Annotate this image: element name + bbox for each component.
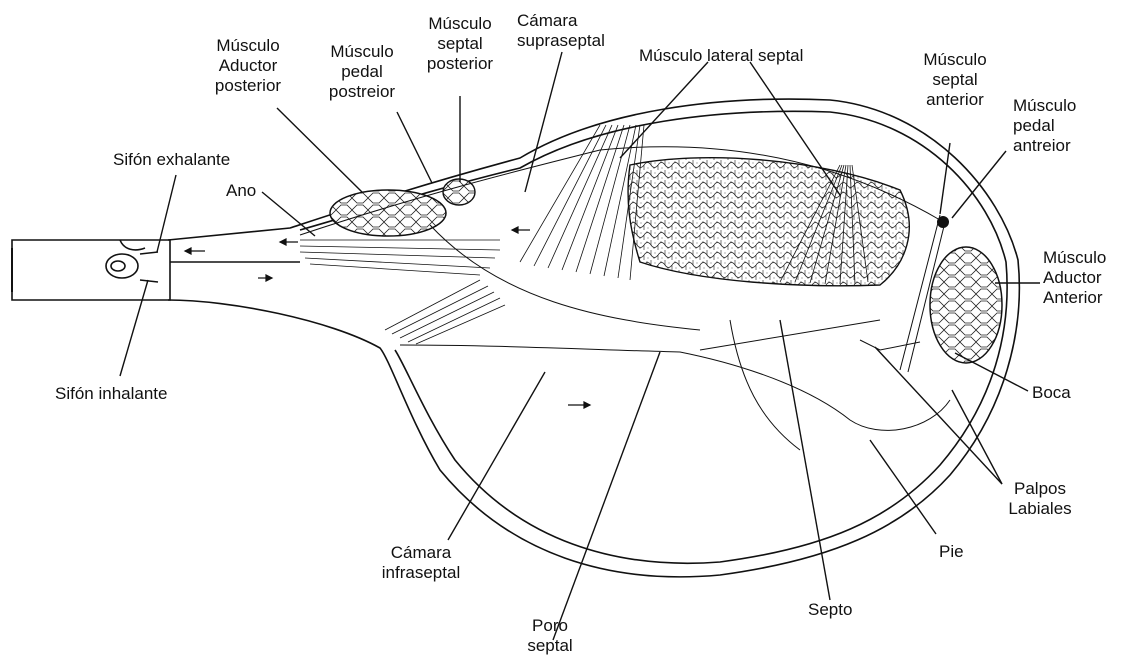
label-musculo-aductor-posterior: Músculo Aductor posterior	[198, 36, 298, 96]
label-musculo-pedal-antreior: Músculo pedal antreior	[1013, 96, 1076, 156]
label-musculo-aductor-anterior: Músculo Aductor Anterior	[1043, 248, 1106, 308]
anterior-muscle-knob	[937, 216, 949, 228]
label-musculo-septal-posterior: Músculo septal posterior	[410, 14, 510, 74]
siphon-tube	[12, 240, 300, 300]
flow-arrows	[185, 227, 590, 408]
anterior-adductor-muscle	[930, 247, 1002, 363]
label-musculo-lateral-septal: Músculo lateral septal	[639, 46, 803, 66]
label-camara-supraseptal: Cámara supraseptal	[517, 11, 605, 51]
posterior-septal-muscle-body	[443, 179, 475, 205]
label-pie: Pie	[939, 542, 964, 562]
shell-outline	[168, 99, 1019, 577]
label-sifon-exhalante: Sifón exhalante	[113, 150, 230, 170]
label-boca: Boca	[1032, 383, 1071, 403]
label-palpos-labiales: Palpos Labiales	[990, 479, 1090, 519]
label-sifon-inhalante: Sifón inhalante	[55, 384, 167, 404]
posterior-adductor-muscle	[330, 190, 446, 236]
septal-gill-mass	[628, 158, 909, 286]
posterior-hatching	[300, 240, 505, 344]
label-musculo-septal-anterior: Músculo septal anterior	[905, 50, 1005, 110]
label-septo: Septo	[808, 600, 852, 620]
label-ano: Ano	[226, 181, 256, 201]
label-musculo-pedal-postreior: Músculo pedal postreior	[312, 42, 412, 102]
label-camara-infraseptal: Cámara infraseptal	[366, 543, 476, 583]
label-poro-septal: Poro septal	[500, 616, 600, 656]
